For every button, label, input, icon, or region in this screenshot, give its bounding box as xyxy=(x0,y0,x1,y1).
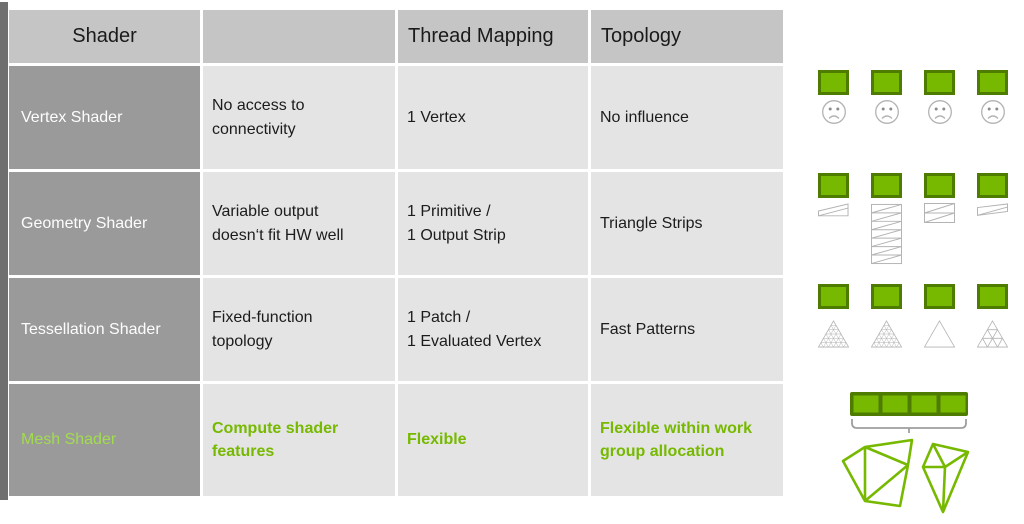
header-thread-mapping: Thread Mapping xyxy=(398,10,588,63)
geometry-thread-boxes xyxy=(818,173,1008,198)
thread-box-icon xyxy=(818,173,849,198)
sad-face-icon xyxy=(977,99,1008,125)
vertex-thread-mapping: 1 Vertex xyxy=(398,66,588,169)
sad-face-icon xyxy=(818,99,849,125)
header-empty xyxy=(203,10,395,63)
thread-box-icon xyxy=(871,173,902,198)
mesh-thread-mapping: Flexible xyxy=(398,384,588,496)
row-label-vertex-shader: Vertex Shader xyxy=(9,66,200,169)
shader-comparison-table: Shader Thread Mapping Topology Vertex Sh… xyxy=(9,10,783,496)
triangle-strip-medium-icon xyxy=(924,203,955,265)
row-label-mesh-shader: Mesh Shader xyxy=(9,384,200,496)
mesh-topology: Flexible within work group allocation xyxy=(591,384,783,496)
row-label-geometry-shader: Geometry Shader xyxy=(9,172,200,275)
subdivided-triangle-icon xyxy=(977,317,1008,351)
wireframe-mesh-icon xyxy=(920,441,972,517)
thread-box-icon xyxy=(977,284,1008,309)
tessellation-thread-mapping: 1 Patch / 1 Evaluated Vertex xyxy=(398,278,588,381)
thread-box-icon xyxy=(977,173,1008,198)
thread-box-icon xyxy=(924,284,955,309)
mesh-note: Compute shader features xyxy=(203,384,395,496)
brace-icon xyxy=(851,419,967,434)
geometry-topology: Triangle Strips xyxy=(591,172,783,275)
triangle-strip-short-icon xyxy=(977,203,1008,265)
thread-box-icon xyxy=(977,70,1008,95)
geometry-output-strips xyxy=(818,203,1008,265)
vertex-thread-boxes xyxy=(818,70,1008,95)
thread-box-icon xyxy=(924,173,955,198)
vertex-sad-faces xyxy=(818,99,1008,125)
thread-box-icon xyxy=(818,284,849,309)
sad-face-icon xyxy=(924,99,955,125)
tessellation-thread-boxes xyxy=(818,284,1008,309)
thread-box-icon xyxy=(924,70,955,95)
row-label-tessellation-shader: Tessellation Shader xyxy=(9,278,200,381)
thread-box-icon xyxy=(818,70,849,95)
dense-tessellated-triangle-icon xyxy=(818,317,849,351)
geometry-thread-mapping: 1 Primitive / 1 Output Strip xyxy=(398,172,588,275)
tessellation-topology: Fast Patterns xyxy=(591,278,783,381)
thread-box-icon xyxy=(871,284,902,309)
header-topology: Topology xyxy=(591,10,783,63)
vertex-note: No access to connectivity xyxy=(203,66,395,169)
tessellation-patches xyxy=(818,317,1008,351)
topology-illustrations xyxy=(790,0,1024,524)
sad-face-icon xyxy=(871,99,902,125)
plain-triangle-icon xyxy=(924,317,955,351)
dense-tessellated-triangle-icon xyxy=(871,317,902,351)
workgroup-bar-icon xyxy=(850,392,968,416)
vertex-topology: No influence xyxy=(591,66,783,169)
slide-edge-strip xyxy=(0,2,8,500)
thread-box-icon xyxy=(871,70,902,95)
header-shader: Shader xyxy=(9,10,200,63)
wireframe-mesh-icon xyxy=(840,437,918,509)
geometry-note: Variable output doesn‘t fit HW well xyxy=(203,172,395,275)
triangle-strip-long-icon xyxy=(871,203,902,265)
triangle-strip-short-icon xyxy=(818,203,849,265)
tessellation-note: Fixed-function topology xyxy=(203,278,395,381)
